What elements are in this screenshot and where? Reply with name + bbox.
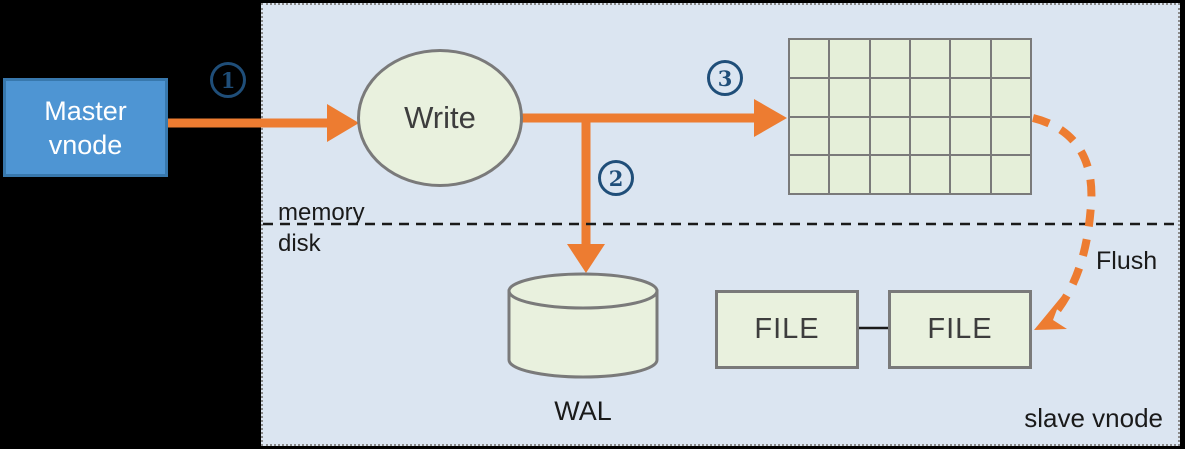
step-badge-1-value: 1: [220, 67, 236, 93]
file-box-1-label: FILE: [754, 313, 820, 345]
memtable-cell: [870, 156, 909, 193]
memtable-cell: [910, 117, 950, 155]
memtable-cell: [830, 40, 869, 77]
memtable-cell: [910, 78, 950, 116]
file-box-1: FILE: [715, 290, 859, 369]
memtable-cell: [991, 78, 1030, 116]
memtable-cell: [790, 156, 829, 193]
step-badge-2: 2: [598, 160, 634, 196]
file-box-2: FILE: [888, 290, 1032, 369]
memtable-cell: [830, 78, 869, 116]
master-vnode-label-line2: vnode: [48, 129, 123, 160]
memtable-grid: [788, 38, 1032, 195]
memtable-cell: [870, 40, 909, 77]
write-node: Write: [357, 49, 523, 187]
flush-label: Flush: [1096, 247, 1158, 275]
memtable-cell: [991, 156, 1030, 193]
memtable-cell: [951, 78, 990, 116]
memtable-cell: [830, 156, 869, 193]
memtable-cell: [790, 40, 829, 77]
memtable-cell: [991, 40, 1030, 77]
master-vnode-box: Master vnode: [3, 78, 168, 177]
memtable-cell: [951, 40, 990, 77]
file-box-2-label: FILE: [927, 313, 993, 345]
step-badge-3-value: 3: [717, 65, 733, 91]
memtable-cell: [951, 156, 990, 193]
memtable-cell: [910, 40, 950, 77]
memtable-cell: [870, 117, 909, 155]
write-node-label: Write: [404, 100, 476, 135]
memtable-cell: [951, 117, 990, 155]
step-badge-2-value: 2: [608, 165, 624, 191]
step-badge-3: 3: [707, 60, 743, 96]
memtable-cell: [870, 78, 909, 116]
memtable-cell: [790, 78, 829, 116]
master-vnode-label-line1: Master: [44, 95, 127, 126]
disk-label: disk: [278, 230, 321, 257]
wal-label: WAL: [554, 396, 612, 426]
memtable-cell: [910, 156, 950, 193]
memtable-cell: [790, 117, 829, 155]
memtable-cell: [830, 117, 869, 155]
memtable-cell: [991, 117, 1030, 155]
step-badge-1: 1: [210, 62, 246, 98]
memory-label: memory: [278, 199, 365, 226]
slave-vnode-label: slave vnode: [1024, 403, 1163, 433]
